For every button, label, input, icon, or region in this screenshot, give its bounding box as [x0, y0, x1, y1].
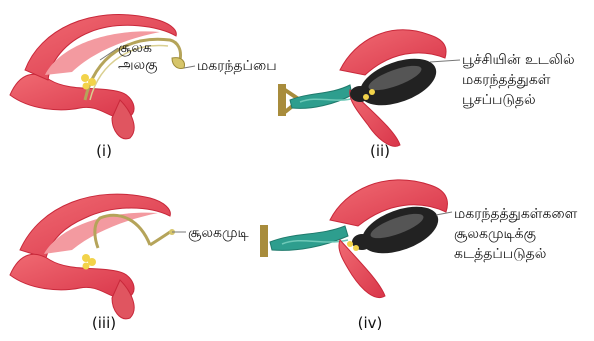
label-pollen-transfer-line2: சூலகமுடிக்கு — [454, 224, 577, 244]
flower-i-anther — [172, 58, 185, 69]
label-anther: மகரந்தப்பை — [197, 57, 277, 75]
flower-iv-sepal — [270, 226, 348, 250]
label-stigma: சூலகமுடி — [188, 224, 249, 242]
label-pollen-on-insect: பூச்சியின் உடலில் மகரந்தத்துகள் பூசப்படு… — [462, 50, 575, 110]
flower-ii-sepal — [290, 85, 352, 108]
flower-ii — [278, 30, 446, 146]
label-pollen-on-insect-line3: பூசப்படுதல் — [462, 90, 575, 110]
label-ovary-lobe-line2: அலகு — [118, 57, 158, 74]
label-pollen-on-insect-line2: மகரந்தத்துகள் — [462, 70, 575, 90]
label-pollen-transfer-line1: மகரந்தத்துகள்களை — [454, 204, 577, 224]
label-pollen-transfer-line3: கடத்தப்படுதல் — [454, 244, 577, 264]
flower-iii — [10, 194, 175, 319]
label-pollen-on-insect-line1: பூச்சியின் உடலில் — [462, 50, 575, 70]
caption-iii: (iii) — [84, 314, 124, 332]
caption-iv: (iv) — [350, 314, 390, 332]
label-pollen-transfer: மகரந்தத்துகள்களை சூலகமுடிக்கு கடத்தப்படு… — [454, 204, 577, 264]
caption-ii: (ii) — [360, 142, 400, 160]
caption-i: (i) — [84, 142, 124, 160]
label-ovary-lobe: சூலக அலகு — [118, 40, 158, 74]
flower-i — [10, 15, 185, 139]
flower-iv — [260, 180, 447, 298]
label-ovary-lobe-line1: சூலக — [118, 40, 158, 57]
